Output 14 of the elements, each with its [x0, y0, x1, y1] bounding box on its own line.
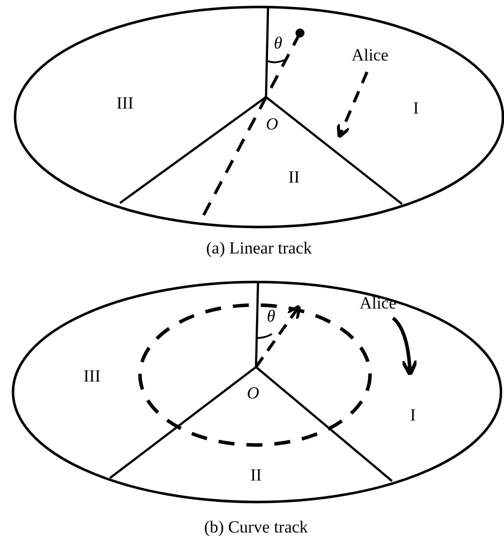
point-label: O — [246, 384, 260, 402]
region-label: II — [288, 168, 300, 186]
region-label: III — [116, 94, 134, 112]
region-label: I — [413, 100, 419, 116]
caption: (a) Linear track — [206, 240, 312, 256]
point-label: O — [266, 116, 278, 132]
angle-label: θ — [266, 308, 276, 324]
region-label: II — [250, 466, 262, 484]
caption: (b) Curve track — [204, 518, 308, 536]
person-label: Alice — [352, 46, 388, 64]
region-label: I — [410, 406, 416, 424]
region-label: III — [84, 368, 100, 384]
angle-label: θ — [274, 34, 282, 52]
person-label: Alice — [360, 294, 396, 312]
